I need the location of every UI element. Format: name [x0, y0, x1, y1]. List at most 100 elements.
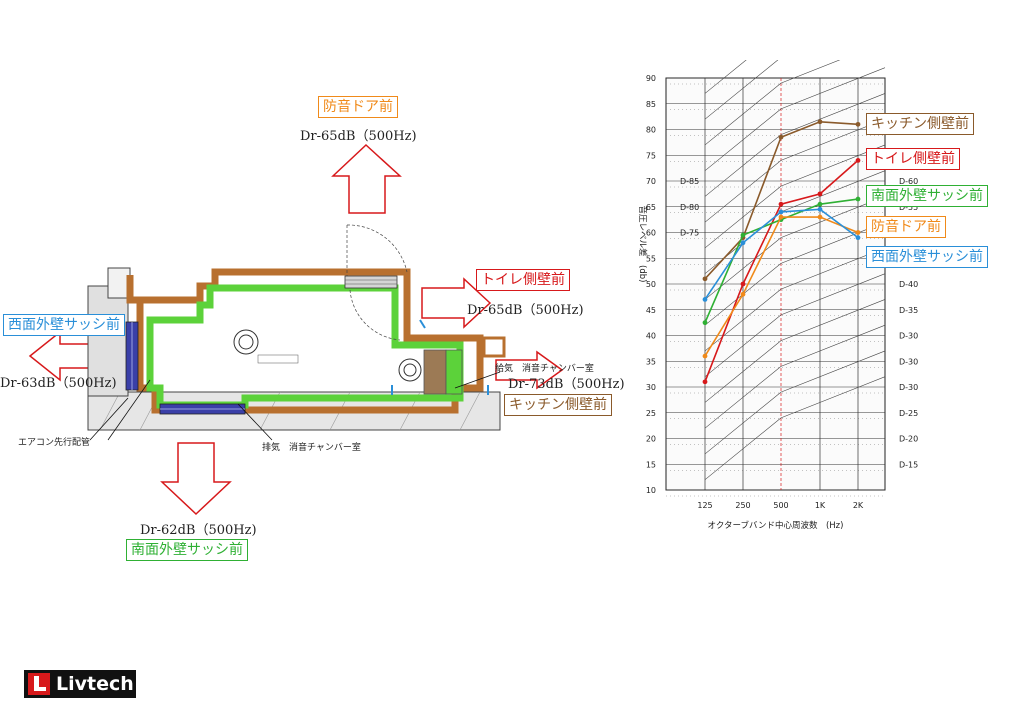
y-tick-label: 65 [646, 203, 656, 212]
data-point [817, 206, 823, 212]
d-curve [704, 118, 886, 223]
data-point [740, 281, 746, 287]
legend-kitchen: キッチン側壁前 [866, 113, 974, 135]
y-tick-label: 80 [646, 126, 656, 135]
dr-kitchen-wall: Dr-73dB（500Hz) [508, 377, 625, 392]
data-point [817, 191, 823, 197]
floor-plan [28, 143, 564, 516]
legend-door: 防音ドア前 [866, 216, 946, 238]
data-point [740, 232, 746, 238]
x-tick-label: 2K [853, 501, 864, 510]
y-tick-label: 20 [646, 435, 656, 444]
livtech-logo: Livtech [24, 670, 136, 698]
note-exhaust: 排気 消音チャンバー室 [262, 443, 361, 453]
y-tick-label: 75 [646, 151, 656, 160]
data-point [855, 121, 861, 127]
label-west-sash: 西面外壁サッシ前 [3, 314, 125, 336]
data-point [702, 353, 708, 359]
d-curve [704, 196, 886, 300]
d-curve [704, 299, 886, 403]
x-tick-label: 500 [773, 501, 788, 510]
x-axis-title: オクターブバンド中心周波数 (Hz) [708, 520, 844, 531]
d-curve [704, 350, 886, 455]
data-point [778, 201, 784, 207]
y-tick-label: 40 [646, 332, 656, 341]
data-point [817, 201, 823, 207]
data-point [817, 214, 823, 220]
legend-south: 南面外壁サッシ前 [866, 185, 988, 207]
data-point [778, 209, 784, 215]
dr-south-sash: Dr-62dB（500Hz) [140, 523, 257, 538]
d-curve-label: D-30 [899, 332, 918, 341]
data-point [855, 235, 861, 241]
y-tick-label: 45 [646, 306, 656, 315]
x-tick-label: 250 [735, 501, 750, 510]
d-curve [704, 144, 886, 249]
y-tick-label: 10 [646, 486, 656, 495]
d-curve-label: D-85 [680, 177, 699, 186]
arrow-kitchen [495, 350, 564, 390]
data-point [702, 297, 708, 302]
direction-arrows [28, 143, 564, 516]
d-curve [704, 273, 886, 377]
label-toilet-wall: トイレ側壁前 [476, 269, 570, 291]
sound-insulation-chart: 10 15 20 25 30 35 40 45 50 55 60 65 70 75 80 85 90 125 250… [637, 60, 918, 531]
d-curve [704, 376, 886, 480]
dr-toilet-wall: Dr-65dB（500Hz) [467, 303, 584, 318]
data-point [817, 119, 823, 125]
dr-west-sash: Dr-63dB（500Hz) [0, 376, 117, 391]
d-curve [704, 60, 841, 146]
label-kitchen-wall: キッチン側壁前 [504, 394, 612, 416]
d-curve-label: D-35 [899, 306, 918, 315]
y-tick-label: 35 [646, 357, 656, 366]
x-tick-label: 125 [697, 501, 712, 510]
livtech-logo-icon [28, 673, 50, 695]
data-point [855, 196, 861, 202]
y-tick-label: 30 [646, 383, 656, 392]
data-point [702, 320, 708, 326]
note-supply: 給気 消音チャンバー室 [495, 364, 594, 374]
label-south-sash: 南面外壁サッシ前 [126, 539, 248, 561]
d-curve-label: D-40 [899, 280, 918, 289]
arrow-south [160, 442, 232, 516]
data-point [855, 230, 861, 235]
arrow-door [331, 143, 402, 214]
legend-west: 西面外壁サッシ前 [866, 246, 988, 268]
y-tick-label: 55 [646, 254, 656, 263]
d-curve [704, 221, 886, 326]
d-curve [704, 67, 886, 171]
y-tick-label: 70 [646, 177, 656, 186]
data-point [778, 134, 784, 140]
d-curve [704, 324, 886, 429]
y-tick-label: 50 [646, 280, 656, 289]
d-curve-label: D-20 [899, 435, 918, 444]
y-axis-title: 音圧レベル差 (db) [637, 206, 648, 283]
d-curve-label: D-30 [899, 383, 918, 392]
label-door-front: 防音ドア前 [318, 96, 398, 118]
d-curve-label: D-75 [680, 229, 699, 238]
d-curve [704, 60, 779, 120]
data-point [855, 158, 861, 163]
d-curve-label: D-15 [899, 460, 918, 469]
note-aircon: エアコン先行配管 [18, 438, 91, 448]
y-tick-label: 60 [646, 229, 656, 238]
data-point [702, 379, 708, 385]
data-point [778, 214, 784, 220]
data-point [740, 240, 746, 246]
legend-toilet: トイレ側壁前 [866, 148, 960, 170]
d-curve-label: D-30 [899, 357, 918, 366]
livtech-logo-text: Livtech [56, 673, 134, 695]
y-tick-label: 25 [646, 409, 656, 418]
arrow-toilet [421, 277, 492, 329]
y-tick-label: 85 [646, 100, 656, 109]
y-tick-label: 90 [646, 74, 656, 83]
d-curve-label: D-60 [899, 177, 918, 186]
dr-door-front: Dr-65dB（500Hz) [300, 129, 417, 144]
d-curve [704, 247, 886, 352]
d-curve-label: D-25 [899, 409, 918, 418]
d-curve-label: D-80 [680, 203, 699, 212]
y-tick-label: 15 [646, 460, 656, 469]
data-point [702, 276, 708, 282]
data-point [740, 291, 746, 297]
d-curve-label: D-55 [899, 203, 918, 212]
